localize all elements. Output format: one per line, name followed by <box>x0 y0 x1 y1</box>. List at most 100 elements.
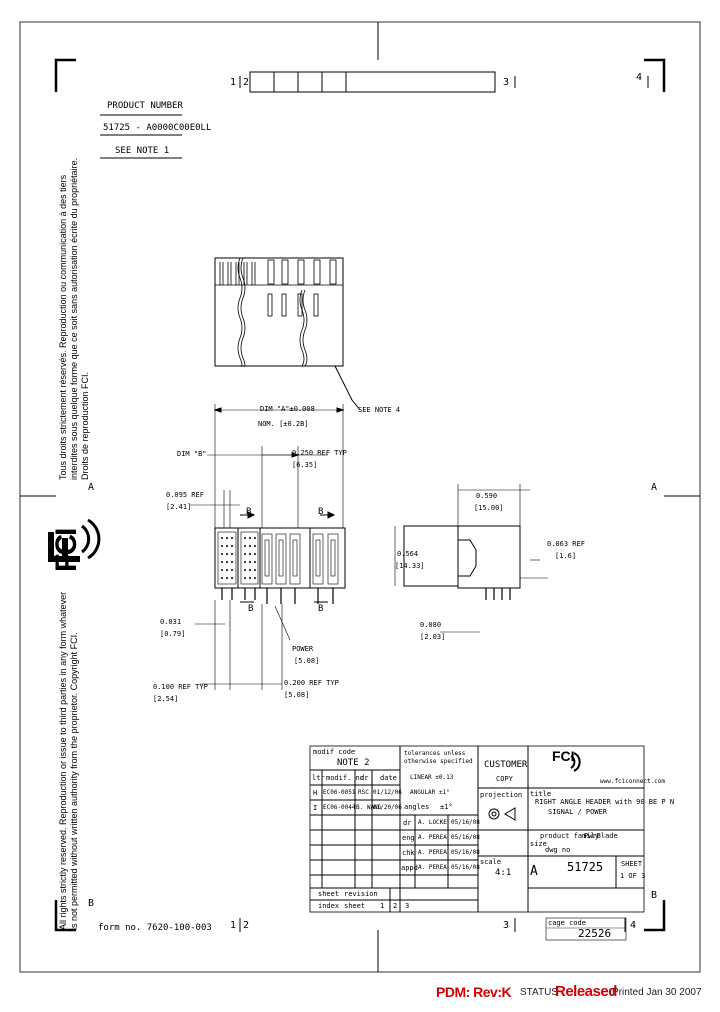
dim-b: DIM "B" <box>177 450 207 458</box>
title-line-2: SIGNAL / POWER <box>548 808 608 816</box>
row-1-mod: EC06-0044 <box>323 804 356 811</box>
sheet-num-3: 3 <box>405 902 410 910</box>
zone-left-a: A <box>88 482 95 493</box>
dim-0590-mm: [15.00] <box>474 504 504 512</box>
zone-bottom-1: 1 <box>230 920 237 931</box>
website: www.fciconnect.com <box>600 778 666 785</box>
status-value: Released <box>555 983 617 1000</box>
appd-date: 05/16/08 <box>451 864 480 871</box>
form-no: form no. 7620-100-003 <box>98 923 212 933</box>
dwg-no-label: dwg no <box>545 846 571 854</box>
zone-bottom-2: 2 <box>243 920 250 931</box>
section-b-label-2: B <box>318 507 324 517</box>
dim-0063: 0.063 REF <box>547 540 585 548</box>
zone-right-a: A <box>651 482 658 493</box>
appd-label: appd <box>401 864 418 872</box>
date-header: date <box>380 774 397 782</box>
section-b-label-3: B <box>248 604 254 614</box>
dim-0564-mm: [14.33] <box>395 562 425 570</box>
product-number-label: PRODUCT NUMBER <box>107 101 183 111</box>
copyright-text: All rights strictly reserved. Reproducti… <box>58 591 79 930</box>
index-label: index <box>318 902 340 910</box>
dim-a: DIM "A"±0.008 <box>260 405 315 413</box>
row-0-ltr: H <box>313 789 318 797</box>
eng-label: eng <box>402 834 415 842</box>
tol-linear: LINEAR ±0.13 <box>410 774 454 781</box>
sheet-value: 1 OF 3 <box>620 872 646 880</box>
tolerances-label: tolerances unless otherwise specified <box>404 750 473 765</box>
sheet-num-2: 2 <box>393 902 398 910</box>
dim-0100: 0.100 REF TYP <box>153 683 208 691</box>
printed-date: Printed Jan 30 2007 <box>612 987 702 998</box>
see-note-1: SEE NOTE 1 <box>115 146 170 156</box>
row-0-dr: RSC <box>358 789 369 796</box>
projection-label: projection <box>480 791 523 799</box>
zone-top-4: 4 <box>636 72 643 83</box>
french-copyright-text: Tous droits strictement réservés. Reprod… <box>58 157 90 480</box>
customer-label: CUSTOMER <box>484 760 528 770</box>
fci-logo-left: FCI <box>50 529 83 572</box>
sheet2-label: sheet <box>344 902 366 910</box>
eng-date: 05/16/08 <box>451 834 480 841</box>
sheet-num-1: 1 <box>380 902 385 910</box>
cage-code-label: cage code <box>548 919 586 927</box>
angles-label: angles <box>404 803 430 811</box>
title-line-1: RIGHT ANGLE HEADER with 90 BE P N <box>535 798 675 806</box>
status-footer: PDM: Rev:K STATUS Released Printed Jan 3… <box>0 982 720 1008</box>
dim-0063-mm: [1.6] <box>555 552 577 560</box>
copy-label: COPY <box>496 775 513 783</box>
scale-value: 4:1 <box>495 868 512 878</box>
dim-power: POWER <box>292 645 314 653</box>
zone-bottom-4: 4 <box>630 920 637 931</box>
row-1-date: 01/20/06 <box>373 804 402 811</box>
dim-0080-mm: [2.03] <box>420 633 446 641</box>
chk-date: 05/16/08 <box>451 849 480 856</box>
appd-name: A. PEREA <box>418 864 447 871</box>
chk-label: chk <box>402 849 415 857</box>
dim-0095: 0.095 REF <box>166 491 204 499</box>
zone-left-b: B <box>88 898 95 909</box>
cage-code-value: 22526 <box>578 927 612 940</box>
dim-0095-mm: [2.41] <box>166 503 192 511</box>
size-value: A <box>530 864 538 879</box>
size-label: size <box>530 840 547 848</box>
dr-date: 05/16/08 <box>451 819 480 826</box>
dim-0200: 0.200 REF TYP <box>284 679 339 687</box>
section-b-label-4: B <box>318 604 324 614</box>
product-number-value: 51725 - A0000C00E0LL <box>103 123 212 133</box>
dr-header: dr <box>360 774 369 782</box>
section-b-label: B <box>246 507 252 517</box>
dr-label: dr <box>403 819 412 827</box>
dim-0590: 0.590 <box>476 492 498 500</box>
sheet-row-label: sheet <box>318 890 340 898</box>
dim-0250-mm: [6.35] <box>292 461 318 469</box>
dim-0200-mm: [5.08] <box>284 691 310 699</box>
dim-a-nom: NOM. [±0.2B] <box>258 420 309 428</box>
dim-power-mm: [5.08] <box>294 657 320 665</box>
pdm-revision: PDM: Rev:K <box>436 984 512 1000</box>
status-label: STATUS <box>520 987 558 998</box>
see-note-4: SEE NOTE 4 <box>358 406 401 414</box>
dim-0031-mm: [0.79] <box>160 630 186 638</box>
product-family-value: PwrBlade <box>584 832 618 840</box>
dwg-no-value: 51725 <box>567 860 604 874</box>
row-0-mod: EC06-0051 <box>323 789 356 796</box>
title-label: title <box>530 790 552 798</box>
chk-name: A. PEREA <box>418 849 447 856</box>
eng-name: A. PEREA <box>418 834 447 841</box>
revision-label: revision <box>344 890 378 898</box>
mod-no-header: modif. no. <box>326 774 369 782</box>
row-1-ltr: I <box>313 804 318 812</box>
dim-0250: 0.250 REF TYP <box>292 449 347 457</box>
fci-logo-title: FCI <box>552 748 575 764</box>
mod-code-label: modif code <box>313 748 356 756</box>
zone-right-b: B <box>651 890 658 901</box>
dim-0031: 0.031 <box>160 618 182 626</box>
note-2: NOTE 2 <box>337 758 370 768</box>
dim-0100-mm: [2.54] <box>153 695 179 703</box>
zone-top-3: 3 <box>503 77 510 88</box>
zone-top-2: 2 <box>243 77 250 88</box>
product-family-label: product family <box>540 832 600 840</box>
dr-name: A. LOCKE <box>418 819 447 826</box>
